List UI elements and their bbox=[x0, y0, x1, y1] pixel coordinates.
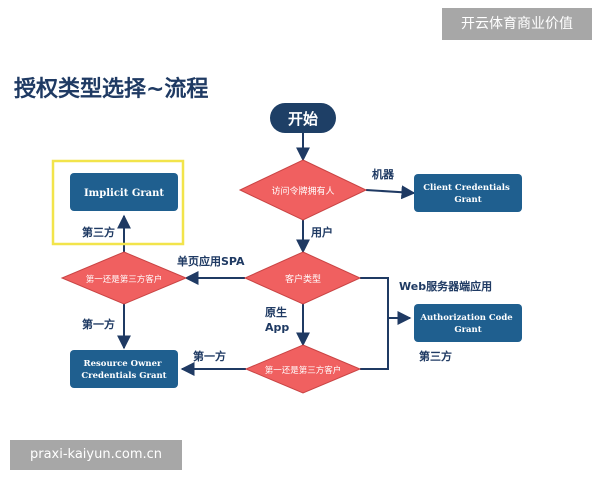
decision-party-left-label: 第一还是第三方客户 bbox=[86, 274, 163, 285]
grant-authorization-code bbox=[414, 304, 522, 342]
grant-implicit-label: Implicit Grant bbox=[84, 188, 164, 199]
label-machine: 机器 bbox=[372, 167, 395, 181]
decision-token-owner-label: 访问令牌拥有人 bbox=[271, 185, 334, 197]
grant-resource-owner-label: Resource Owner Credentials Grant bbox=[81, 359, 166, 381]
arrow-owner-to-client-credentials bbox=[365, 185, 416, 200]
connectors bbox=[117, 133, 416, 376]
grant-authorization-code-line-2: Grant bbox=[454, 325, 481, 335]
watermark-top: 开云体育商业价值 bbox=[442, 8, 592, 40]
decision-client-type-label: 客户类型 bbox=[285, 273, 321, 285]
slide-title: 授权类型选择~流程 bbox=[14, 76, 208, 102]
label-third-party-right: 第三方 bbox=[419, 349, 452, 363]
grant-client-credentials-line-2: Grant bbox=[454, 195, 481, 205]
implicit-highlight-frame bbox=[51, 159, 185, 246]
label-first-party-left: 第一方 bbox=[82, 317, 115, 331]
edge-labels: 机器 用户 单页应用SPA Web服务器端应用 原生 App 第三方 第一方 第… bbox=[82, 167, 492, 363]
arrow-party-bottom-to-authorization-code bbox=[360, 318, 389, 370]
grant-client-credentials-line-1: Client Credentials bbox=[423, 183, 510, 193]
grant-client-credentials-label: Client Credentials Grant bbox=[423, 183, 513, 205]
start-label: 开始 bbox=[288, 110, 318, 128]
decision-party-bottom-label: 第一还是第三方客户 bbox=[265, 365, 342, 376]
label-spa: 单页应用SPA bbox=[177, 254, 245, 268]
decision-party-left bbox=[60, 251, 188, 305]
watermark-bottom: praxi-kaiyun.com.cn bbox=[10, 440, 182, 470]
grant-authorization-code-label: Authorization Code Grant bbox=[419, 313, 515, 335]
grant-client-credentials bbox=[414, 174, 522, 212]
label-web: Web服务器端应用 bbox=[399, 279, 492, 293]
grant-authorization-code-line-1: Authorization Code bbox=[419, 313, 513, 323]
grant-resource-owner-line-1: Resource Owner bbox=[84, 359, 162, 369]
label-native-line-1: 原生 bbox=[265, 305, 287, 319]
decision-client-type bbox=[243, 251, 362, 305]
decision-token-owner bbox=[238, 159, 368, 221]
label-first-party-bottom: 第一方 bbox=[193, 349, 226, 363]
label-third-party-left: 第三方 bbox=[82, 225, 115, 239]
grant-implicit bbox=[70, 173, 178, 211]
grant-resource-owner-line-2: Credentials Grant bbox=[81, 371, 166, 381]
grant-resource-owner bbox=[70, 350, 178, 388]
label-user: 用户 bbox=[311, 225, 333, 239]
start-node bbox=[270, 103, 336, 133]
label-native-line-2: App bbox=[265, 321, 289, 334]
arrow-client-type-to-authorization-code bbox=[360, 277, 412, 325]
decision-party-bottom bbox=[244, 344, 362, 394]
